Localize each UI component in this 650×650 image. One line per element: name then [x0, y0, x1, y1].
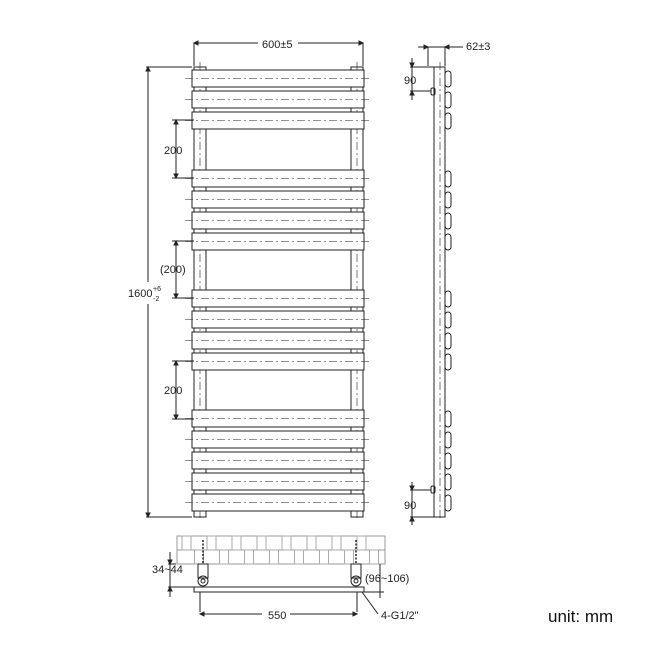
- side-bar-profile: [444, 431, 452, 449]
- arrowhead: [409, 62, 415, 69]
- side-bar-profile: [444, 332, 452, 350]
- width-dimension: 600±5: [262, 39, 293, 51]
- bar-plan: [281, 535, 292, 551]
- arrowhead: [167, 585, 173, 592]
- arrowhead: [443, 44, 450, 50]
- arrowhead: [423, 44, 430, 50]
- side-bar-profile: [444, 494, 452, 512]
- side-bar-profile: [444, 91, 452, 109]
- side-bar-profile: [444, 191, 452, 209]
- side-bar-profile: [444, 112, 452, 130]
- top-bracket-dimension: 90: [404, 75, 416, 87]
- pipe-connection-inner: [200, 578, 206, 584]
- dimension-labels: 600±5 1600 +6 -2 200 (200) 200 62±3 90 9…: [128, 39, 490, 622]
- unit-label: unit: mm: [548, 607, 614, 626]
- side-bar-profile: [444, 353, 452, 371]
- height-tolerance-lower: -2: [153, 296, 159, 303]
- arrowhead: [173, 118, 179, 125]
- height-tolerance-upper: +6: [153, 286, 161, 293]
- side-bar-profile: [444, 311, 452, 329]
- bar-plan: [181, 535, 192, 551]
- arrowhead: [173, 293, 179, 300]
- arrowhead: [173, 239, 179, 246]
- leader-line: [361, 591, 379, 615]
- side-view: [409, 44, 463, 525]
- bar-plan: [331, 535, 342, 551]
- bar-plan: [206, 535, 217, 551]
- front-view: [145, 40, 370, 520]
- bar-plan: [231, 535, 242, 551]
- bar-plan: [194, 549, 204, 565]
- bar-plan: [269, 549, 279, 565]
- bar-plan: [244, 549, 254, 565]
- side-bar-profile: [444, 212, 452, 230]
- arrowhead: [409, 515, 415, 522]
- arrowhead: [145, 65, 151, 72]
- pipe-connection: [350, 575, 362, 587]
- arrowhead: [167, 559, 173, 566]
- bar-plan: [356, 535, 367, 551]
- side-bar-profile: [444, 473, 452, 491]
- side-bar-profile: [444, 410, 452, 428]
- wall-plate: [193, 586, 365, 593]
- bar-plan: [256, 535, 267, 551]
- valve-body: [197, 563, 209, 579]
- pipe-connection-inner: [353, 578, 359, 584]
- side-bar-profile: [444, 70, 452, 88]
- spacing-bottom: 200: [164, 385, 182, 397]
- pipe-centres-dimension: 550: [268, 610, 286, 622]
- bar-plan: [319, 549, 329, 565]
- connection-size-label: 4-G1/2": [381, 610, 419, 622]
- depth-range-dimension: (96~106): [365, 573, 409, 585]
- side-bar-profile: [444, 233, 452, 251]
- side-bar-profile: [444, 290, 452, 308]
- bar-plan: [219, 549, 229, 565]
- bar-plan: [294, 549, 304, 565]
- arrowhead: [358, 40, 365, 46]
- arrowhead: [173, 359, 179, 366]
- bottom-bracket-dimension: 90: [404, 500, 416, 512]
- arrowhead: [173, 414, 179, 421]
- spacing-top: 200: [164, 145, 182, 157]
- wall-distance-dimension: 34~44: [152, 564, 183, 576]
- arrowhead: [198, 611, 205, 617]
- side-bar-profile: [444, 452, 452, 470]
- bar-plan: [369, 549, 379, 565]
- side-bar-profile: [444, 170, 452, 188]
- spacing-middle: (200): [160, 264, 186, 276]
- arrowhead: [173, 173, 179, 180]
- height-dimension: 1600: [128, 288, 152, 300]
- bar-plan: [344, 549, 354, 565]
- arrowhead: [145, 512, 151, 519]
- arrowhead: [409, 485, 415, 492]
- arrowhead: [352, 611, 359, 617]
- pipe-connection: [197, 575, 209, 587]
- bar-plan: [306, 535, 317, 551]
- depth-dimension: 62±3: [466, 41, 490, 53]
- bottom-view: [167, 535, 386, 617]
- side-panel: [433, 66, 446, 518]
- arrowhead: [409, 89, 415, 96]
- valve-body: [350, 563, 362, 579]
- arrowhead: [192, 40, 199, 46]
